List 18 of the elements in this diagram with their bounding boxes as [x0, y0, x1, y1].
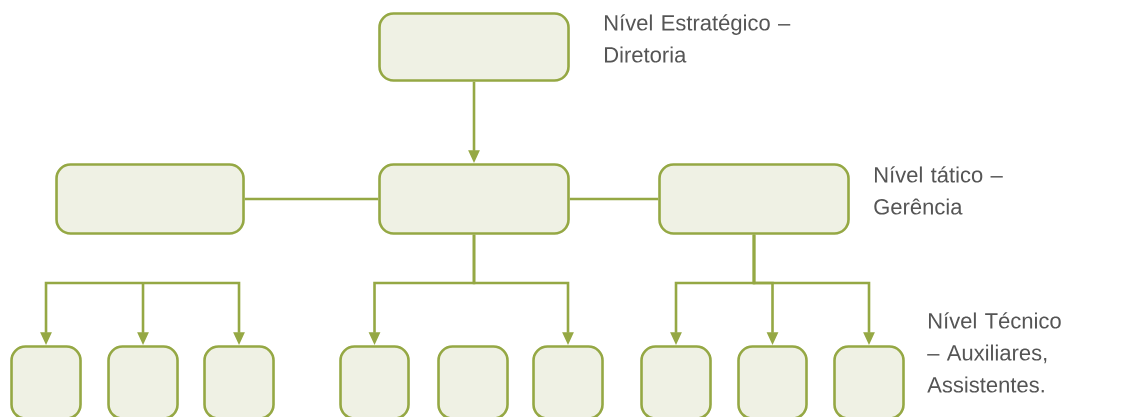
org-box [339, 345, 410, 417]
org-box [833, 345, 905, 417]
org-box [640, 345, 712, 417]
org-box [378, 163, 570, 235]
org-box [10, 345, 82, 417]
connector [569, 197, 659, 201]
level-label: Nível Técnico – Auxiliares, Assistentes. [927, 312, 1061, 393]
org-box [203, 345, 275, 417]
org-box [532, 345, 604, 417]
org-box [107, 345, 179, 417]
level-label: Nível Estratégico – Diretoria [605, 14, 791, 63]
org-box [437, 345, 509, 417]
org-box [658, 163, 850, 235]
org-box [378, 12, 570, 82]
org-box [55, 163, 245, 235]
org-box [737, 345, 808, 417]
connector [244, 197, 379, 201]
level-label: Nível tático – Gerência [874, 166, 1003, 215]
